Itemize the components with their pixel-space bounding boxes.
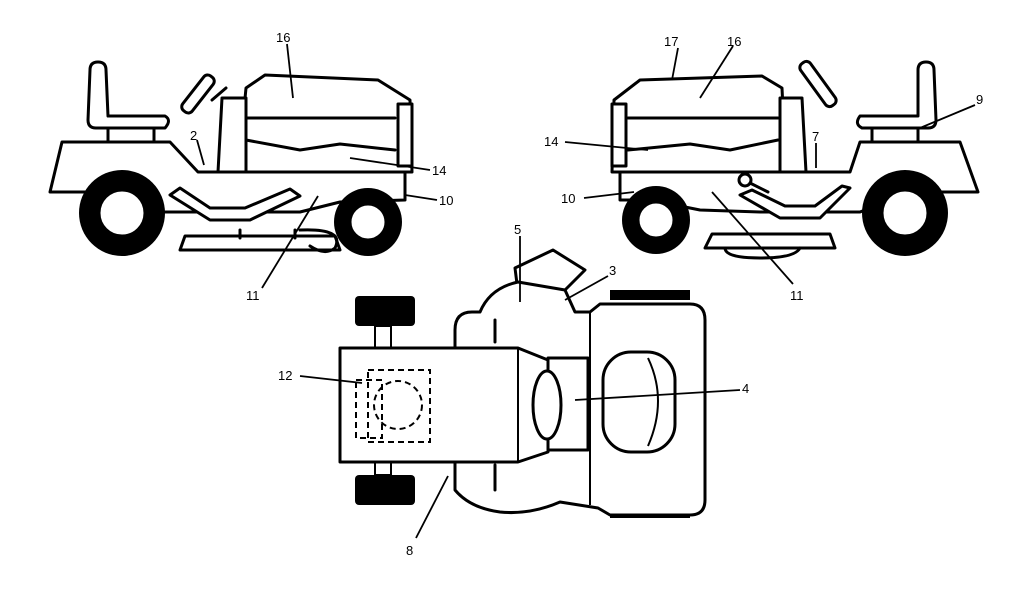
top-callout-5: 5 [514,222,521,237]
left-side-tractor [48,43,438,289]
right-callout-10: 10 [561,191,575,206]
top-callout-3: 3 [609,263,616,278]
right-seat [855,60,938,144]
top-front-wheel-upper [355,296,415,326]
left-steering [180,73,248,174]
right-callout-17: 17 [664,34,678,49]
top-rear-wheel-upper [610,290,690,300]
top-callout-4: 4 [742,381,749,396]
right-callout-14: 14 [544,134,558,149]
callout-labels: 16 2 14 10 11 17 16 9 14 7 10 11 5 3 12 … [190,30,983,558]
left-callout-16: 16 [276,30,290,45]
right-side-tractor [564,45,980,285]
top-front-wheel-lower [355,475,415,505]
top-dash-oval [531,369,563,441]
top-view-tractor [299,236,741,539]
left-mower-deck [178,228,342,253]
top-hood [338,346,550,464]
right-callout-16: 16 [727,34,741,49]
left-callout-2: 2 [190,128,197,143]
top-callout-12: 12 [278,368,292,383]
right-callout-7: 7 [812,129,819,144]
right-callout-11: 11 [790,288,804,303]
top-seat [601,350,677,454]
right-mower-deck [703,232,837,260]
left-callout-10: 10 [439,193,453,208]
left-footrest [168,186,302,222]
right-key-switch [737,172,770,194]
left-seat [86,60,170,144]
left-hood [236,73,414,174]
left-callout-11: 11 [246,288,260,303]
top-engine-outline [355,369,431,443]
right-hood [610,74,788,174]
right-steering [778,59,838,174]
right-footrest [738,184,852,220]
right-callout-9: 9 [976,92,983,107]
left-callout-14: 14 [432,163,446,178]
top-callout-8: 8 [406,543,413,558]
